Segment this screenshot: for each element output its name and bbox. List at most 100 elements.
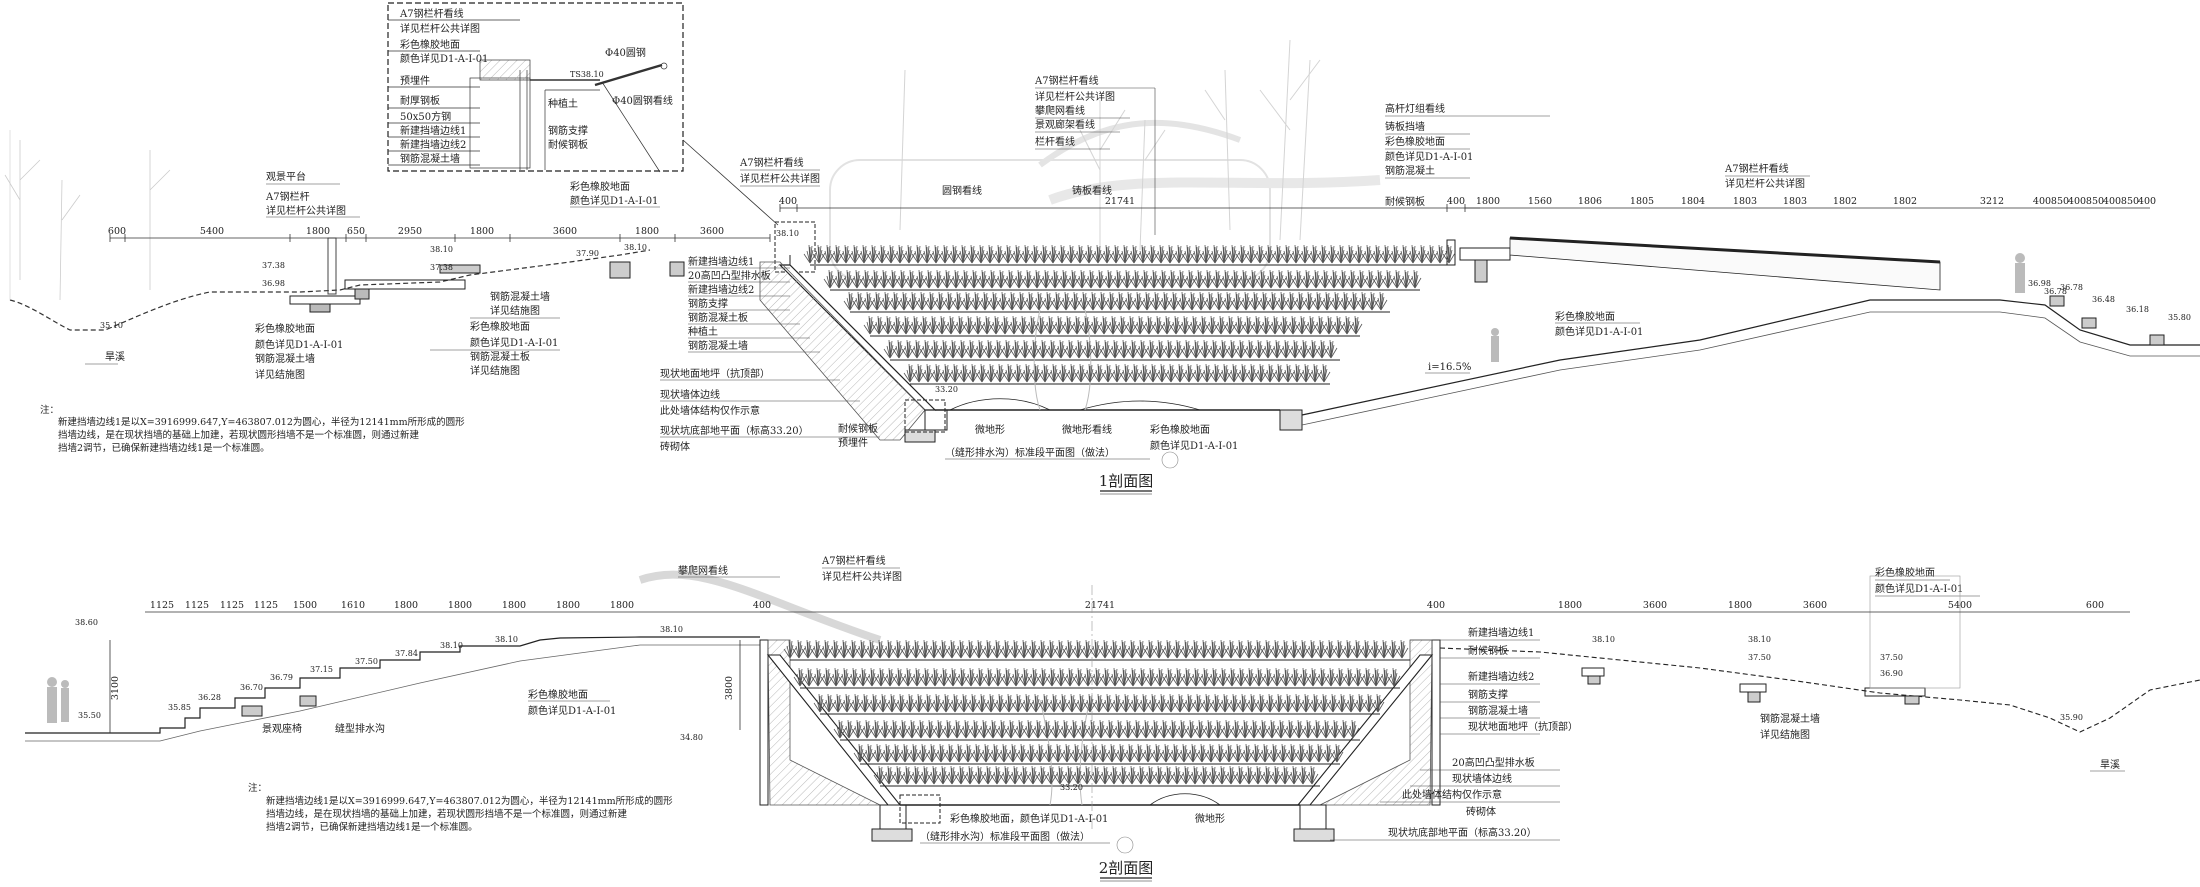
- grass-tuft: [1195, 743, 1209, 763]
- grass-tuft: [1064, 244, 1078, 264]
- grass-tuft: [1313, 315, 1327, 335]
- grass-tuft: [1259, 315, 1273, 335]
- grass-tuft: [1083, 363, 1097, 383]
- detail-label: 50x50方钢: [400, 110, 451, 123]
- grass-tuft: [879, 291, 893, 311]
- callout: 20高凹凸型排水板: [688, 269, 771, 282]
- grass-tuft: [1359, 639, 1373, 659]
- dim-label: 400: [1447, 196, 1465, 207]
- grass-tuft: [1347, 291, 1361, 311]
- grass-tuft: [1009, 667, 1023, 687]
- grass-tuft: [955, 667, 969, 687]
- label: 详见栏杆公共详图: [822, 570, 902, 583]
- grass-tuft: [855, 639, 869, 659]
- grass-tuft: [908, 315, 922, 335]
- grass-tuft: [1269, 639, 1283, 659]
- grass-tuft: [935, 315, 949, 335]
- grass-tuft: [1170, 639, 1184, 659]
- grass-tuft: [927, 639, 941, 659]
- callout: 微地形: [1195, 812, 1225, 825]
- dim-label: 1800: [448, 600, 472, 611]
- grass-tuft: [1324, 667, 1338, 687]
- elevation-mark: 36.78: [2044, 287, 2067, 296]
- grass-tuft: [899, 315, 913, 335]
- grass-tuft: [1263, 693, 1277, 713]
- grass-tuft: [928, 667, 942, 687]
- grass-tuft: [1062, 639, 1076, 659]
- grass-tuft: [837, 639, 851, 659]
- grass-tuft: [1251, 639, 1265, 659]
- grass-tuft: [1121, 719, 1135, 739]
- callout: 颜色详见D1-A-I-01: [470, 336, 558, 349]
- grass-tuft: [1325, 244, 1339, 264]
- grass-tuft: [1029, 693, 1043, 713]
- grass-tuft: [1278, 765, 1292, 785]
- grass-tuft: [1198, 667, 1212, 687]
- grass-tuft: [1314, 639, 1328, 659]
- grass-tuft: [1261, 667, 1275, 687]
- grass-tuft: [936, 639, 950, 659]
- callout: 新建挡墙边线1: [1468, 626, 1534, 639]
- grass-tuft: [956, 244, 970, 264]
- grass-tuft: [1217, 244, 1231, 264]
- dim-label: 3212: [1980, 196, 2004, 207]
- grass-tuft: [810, 639, 824, 659]
- grass-tuft: [1223, 315, 1237, 335]
- grass-tuft: [902, 244, 916, 264]
- dim-label: 400: [779, 196, 797, 207]
- grass-tuft: [1336, 269, 1350, 289]
- grass-tuft: [1159, 743, 1173, 763]
- grass-tuft: [1020, 693, 1034, 713]
- grass-tuft: [964, 339, 978, 359]
- grass-tuft: [1110, 693, 1124, 713]
- grass-tuft: [1036, 339, 1050, 359]
- grass-tuft: [1189, 339, 1203, 359]
- grass-tuft: [900, 639, 914, 659]
- grass-tuft: [1303, 743, 1317, 763]
- grass-tuft: [1290, 693, 1304, 713]
- grass-tuft: [1032, 291, 1046, 311]
- grass-tuft: [979, 743, 993, 763]
- elevation-mark: 36.28: [198, 693, 221, 702]
- grass-tuft: [891, 765, 905, 785]
- grass-tuft: [1067, 719, 1081, 739]
- grass-tuft: [1072, 667, 1086, 687]
- label: 详见栏杆公共详图: [740, 172, 820, 185]
- grass-tuft: [1065, 693, 1079, 713]
- grass-tuft: [1266, 291, 1280, 311]
- grass-tuft: [1136, 244, 1150, 264]
- grass-tuft: [1094, 719, 1108, 739]
- grass-tuft: [1292, 719, 1306, 739]
- grass-tuft: [1153, 667, 1167, 687]
- grass-tuft: [1356, 291, 1370, 311]
- right-fence: [1509, 236, 1941, 291]
- grass-tuft: [1293, 291, 1307, 311]
- grass-tuft: [1207, 667, 1221, 687]
- callout: 现状墙体边线: [1452, 772, 1512, 785]
- view-platform: [344, 279, 466, 290]
- grass-tuft: [1144, 339, 1158, 359]
- detail-label: 耐候钢板: [548, 138, 588, 151]
- grass-tuft: [852, 291, 866, 311]
- grass-tuft: [1230, 291, 1244, 311]
- grass-tuft: [927, 765, 941, 785]
- grass-tuft: [1035, 639, 1049, 659]
- grass-tuft: [1144, 667, 1158, 687]
- grass-tuft: [1301, 719, 1315, 739]
- grass-tuft: [993, 693, 1007, 713]
- grass-tuft: [867, 693, 881, 713]
- grass-tuft: [1370, 244, 1384, 264]
- grass-tuft: [803, 244, 817, 264]
- grass-tuft: [1239, 291, 1253, 311]
- dim-label: 400: [2068, 196, 2086, 207]
- elevation-mark: 36.48: [2092, 295, 2115, 304]
- dim-label: 1800: [1558, 600, 1582, 611]
- grass-tuft: [921, 363, 935, 383]
- elevation-mark: 37.15: [310, 665, 333, 674]
- grass-tuft: [917, 315, 931, 335]
- bottom-labels-1: 耐候钢板 预埋件 微地形 微地形看线 彩色橡胶地面 颜色详见D1-A-I-01 …: [838, 310, 1643, 469]
- grass-tuft: [1160, 315, 1174, 335]
- section-2: 1125 1125 1125 1125 1500 1610 1800 1800 …: [25, 554, 2200, 882]
- grass-tuft: [1307, 244, 1321, 264]
- grass-tuft: [1260, 765, 1274, 785]
